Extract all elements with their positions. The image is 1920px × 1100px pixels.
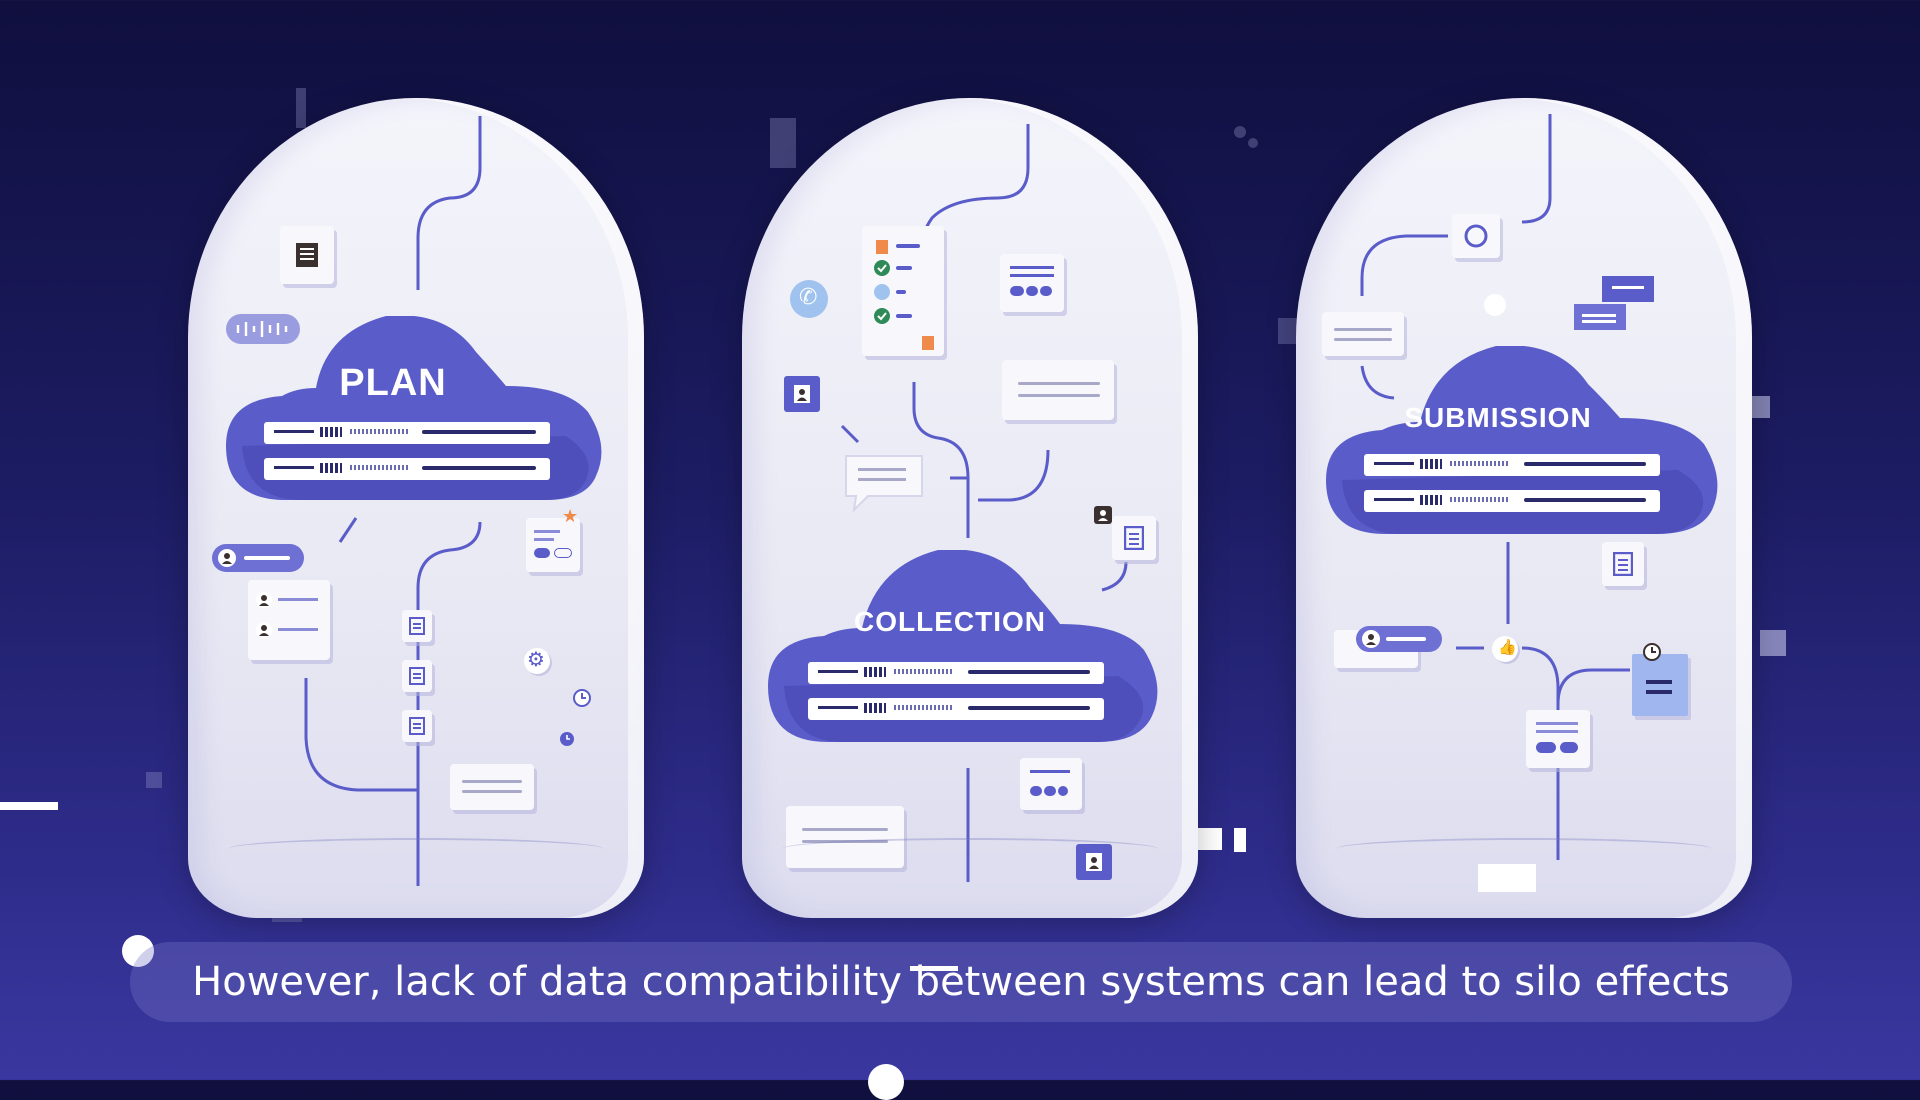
form-card — [526, 518, 580, 572]
audio-wave-icon — [236, 321, 288, 337]
document-card — [402, 610, 432, 642]
clock-icon — [573, 689, 591, 707]
server-strip — [808, 662, 1104, 684]
deco-fleck — [146, 772, 162, 788]
dome-title: PLAN — [339, 362, 447, 404]
connector-lines — [840, 124, 1128, 882]
server-strip — [1364, 454, 1660, 476]
clock-icon — [560, 732, 574, 746]
deco-fleck — [770, 118, 796, 168]
checklist-card — [862, 226, 944, 356]
user-badge — [784, 376, 820, 412]
deco-fleck — [296, 88, 306, 128]
deco-dot — [1248, 138, 1258, 148]
user-icon — [794, 385, 810, 403]
document-icon — [409, 667, 425, 685]
message-card — [450, 764, 534, 810]
thumbs-up-icon: 👍 — [1498, 638, 1517, 656]
subtitle-background — [130, 942, 1792, 1022]
thumbs-up-badge: 👍 — [1492, 636, 1518, 662]
star-icon: ★ — [562, 506, 579, 527]
checklist-icon — [874, 240, 934, 350]
spark-line — [910, 966, 958, 971]
document-icon — [1124, 526, 1144, 550]
connector-lines — [304, 116, 482, 886]
document-icon — [296, 243, 318, 267]
form-card — [1526, 710, 1590, 768]
message-card — [1002, 360, 1114, 420]
user-list-card — [248, 580, 330, 660]
document-card — [402, 660, 432, 692]
spark-dot — [868, 1064, 904, 1100]
phone-icon: ✆ — [799, 285, 818, 310]
user-icon — [1362, 630, 1380, 648]
document-card — [1602, 542, 1644, 586]
circle-icon — [1464, 224, 1488, 248]
document-icon — [409, 717, 425, 735]
spark-dot — [122, 935, 154, 967]
document-icon — [409, 617, 425, 635]
user-pill — [1356, 626, 1442, 652]
dome-submission: SUBMISSION 👍 — [1296, 98, 1752, 918]
document-card — [1112, 516, 1156, 560]
subtitle-caption: However, lack of data compatibility betw… — [192, 959, 1730, 1005]
deco-fleck — [1278, 318, 1298, 344]
chat-bubble-icon — [1574, 276, 1654, 330]
connector-lines — [1360, 114, 1630, 860]
dome-base — [1336, 838, 1712, 860]
info-card — [1000, 254, 1064, 312]
clipboard-card — [1632, 654, 1688, 716]
deco-dot — [1234, 126, 1246, 138]
server-strip — [1364, 490, 1660, 512]
deco-fleck — [272, 914, 302, 922]
audio-wave-pill — [226, 314, 300, 344]
gear-icon: ⚙ — [527, 647, 545, 671]
dome-base — [228, 838, 604, 860]
user-icon — [256, 622, 272, 638]
document-icon — [1613, 552, 1633, 576]
circle-card — [1452, 214, 1500, 258]
chat-bubble-icon — [845, 455, 923, 513]
deco-fleck — [1760, 630, 1786, 656]
spark-square — [1198, 828, 1222, 850]
dome-collection: ✆ — [742, 98, 1198, 918]
server-strip — [264, 422, 550, 444]
spark-square — [1234, 828, 1246, 852]
document-card — [402, 710, 432, 742]
user-icon — [256, 592, 272, 608]
user-icon — [218, 549, 236, 567]
spark-square — [1478, 864, 1536, 892]
spark-line — [0, 802, 58, 810]
server-strip — [264, 458, 550, 480]
document-card — [280, 226, 334, 284]
dome-title: COLLECTION — [854, 606, 1046, 637]
phone-badge: ✆ — [790, 280, 828, 318]
dome-base — [782, 838, 1158, 860]
user-pill — [212, 544, 304, 572]
bubble-dot — [1484, 294, 1506, 316]
clock-icon — [1643, 643, 1661, 661]
dome-plan: PLAN — [188, 98, 644, 918]
dome-title: SUBMISSION — [1404, 402, 1592, 433]
user-icon — [1094, 506, 1112, 524]
message-card — [1322, 312, 1404, 356]
deco-fleck — [1752, 396, 1770, 418]
info-card — [1020, 758, 1082, 810]
gear-badge: ⚙ — [524, 647, 550, 674]
server-strip — [808, 698, 1104, 720]
